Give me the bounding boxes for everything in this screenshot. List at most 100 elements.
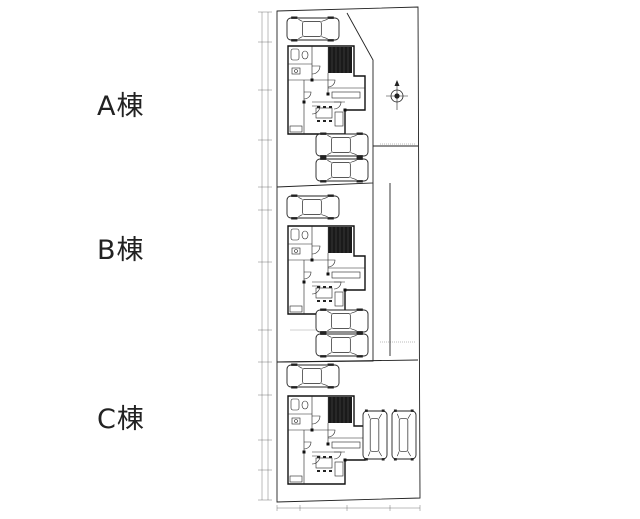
car-body	[286, 17, 340, 41]
dimension-lines	[258, 11, 421, 511]
car-wheel	[320, 155, 327, 158]
door-swing	[327, 429, 336, 438]
door-swing	[311, 245, 321, 255]
stair-icon	[327, 397, 352, 423]
car-wheel	[291, 39, 298, 42]
building-b-label: B棟	[97, 235, 145, 266]
car-wheel	[381, 409, 385, 412]
chair	[323, 106, 326, 108]
car-windshield	[327, 352, 332, 355]
car-rear-window	[378, 413, 382, 419]
unit-c-floor-plan	[287, 395, 366, 485]
car-icon	[391, 409, 417, 461]
car-windshield	[368, 413, 371, 419]
column	[302, 450, 306, 454]
chair	[329, 470, 332, 472]
unit-c-boundary	[276, 359, 419, 363]
exterior-wall	[287, 45, 366, 135]
car-windshield	[298, 383, 303, 386]
sink-basin	[294, 249, 298, 253]
car-rear-window	[350, 335, 357, 338]
chair	[323, 456, 326, 458]
column	[326, 442, 330, 446]
door-swing	[327, 79, 336, 88]
dining-table	[315, 457, 333, 469]
unit-a-boundary	[276, 12, 374, 188]
car-icon	[362, 409, 388, 461]
car-wheel	[356, 331, 363, 334]
chair	[329, 300, 332, 302]
car-windshield	[327, 135, 332, 138]
column	[326, 92, 330, 96]
car-wheel	[320, 331, 327, 334]
car-rear-window	[350, 135, 357, 138]
car-body	[391, 410, 417, 460]
chair	[323, 286, 326, 288]
column	[310, 258, 314, 262]
car-wheel	[393, 458, 397, 461]
car-icon	[286, 16, 340, 42]
column	[310, 78, 314, 82]
car-wheel	[291, 16, 298, 19]
kitchen-counter	[331, 441, 361, 449]
entrance-step	[289, 475, 303, 483]
car-cabin	[302, 199, 322, 215]
sink-icon	[291, 417, 301, 425]
car-icon	[315, 132, 369, 158]
car-windshield	[327, 335, 332, 338]
parking-cars	[286, 16, 417, 461]
north-compass-icon	[386, 80, 408, 110]
door-swing	[303, 441, 312, 450]
car-rear-window	[350, 311, 357, 314]
bathtub-icon	[290, 398, 300, 411]
unit-a-floor-plan	[287, 45, 366, 135]
car-rear-window	[407, 451, 411, 457]
car-windshield	[298, 36, 303, 39]
car-cabin	[398, 418, 409, 452]
chair	[317, 286, 320, 288]
door-swing	[333, 451, 342, 460]
chair	[323, 300, 326, 302]
car-wheel	[356, 157, 363, 160]
chair	[329, 456, 332, 458]
car-wheel	[364, 458, 368, 461]
car-wheel	[320, 308, 327, 311]
car-rear-window	[378, 451, 382, 457]
column	[302, 280, 306, 284]
car-wheel	[356, 132, 363, 135]
car-wheel	[291, 217, 298, 220]
unit-b-floor-plan	[287, 225, 366, 315]
car-cabin	[302, 21, 322, 37]
car-wheel	[364, 409, 368, 412]
car-windshield	[327, 311, 332, 314]
chair	[317, 120, 320, 122]
car-body	[286, 195, 340, 219]
sink-basin	[294, 69, 298, 73]
building-units	[287, 45, 366, 485]
door-swing	[303, 91, 312, 100]
car-rear-window	[350, 177, 357, 180]
door-swing	[303, 271, 312, 280]
car-wheel	[291, 386, 298, 389]
car-wheel	[320, 332, 327, 335]
car-body	[315, 158, 369, 182]
car-cabin	[331, 313, 351, 329]
lot-outline	[276, 6, 421, 503]
car-rear-window	[321, 36, 328, 39]
door-swing	[327, 259, 336, 268]
car-cabin	[331, 337, 351, 353]
car-rear-window	[321, 383, 328, 386]
car-icon	[315, 157, 369, 183]
column	[310, 428, 314, 432]
building-c-label: C棟	[97, 404, 145, 435]
car-rear-window	[321, 366, 328, 369]
car-wheel	[381, 458, 385, 461]
car-cabin	[331, 162, 351, 178]
car-icon	[315, 308, 369, 334]
car-wheel	[291, 194, 298, 197]
kitchen-counter	[331, 91, 361, 99]
toilet-icon	[301, 50, 309, 60]
car-rear-window	[321, 214, 328, 217]
car-wheel	[320, 180, 327, 183]
car-body	[315, 333, 369, 357]
